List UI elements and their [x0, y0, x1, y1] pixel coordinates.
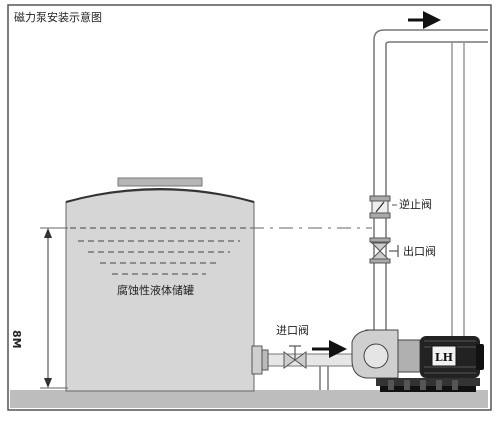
- height-dimension: [44, 228, 52, 388]
- liquid-level-lines: [70, 227, 250, 275]
- pump-base: [376, 378, 480, 392]
- motor-badge: LH: [435, 351, 453, 364]
- storage-tank: [65, 177, 255, 392]
- outlet-valve-label: 出口阀: [403, 245, 436, 258]
- inlet-valve: [283, 345, 307, 369]
- tank-label: 腐蚀性液体储罐: [117, 284, 194, 297]
- magnetic-pump: [351, 329, 421, 379]
- motor: LH: [420, 336, 484, 378]
- check-valve-label: 逆止阀: [399, 198, 432, 211]
- outlet-pipe: [373, 29, 488, 390]
- floor-slab: [10, 390, 488, 408]
- outlet-valve: [369, 237, 399, 264]
- inlet-valve-label: 进口阀: [276, 324, 309, 337]
- diagram-frame: [7, 4, 492, 411]
- check-valve: [369, 195, 391, 219]
- diagram-title: 磁力泵安装示意图: [14, 11, 102, 24]
- height-dimension-label: 8M: [10, 330, 23, 349]
